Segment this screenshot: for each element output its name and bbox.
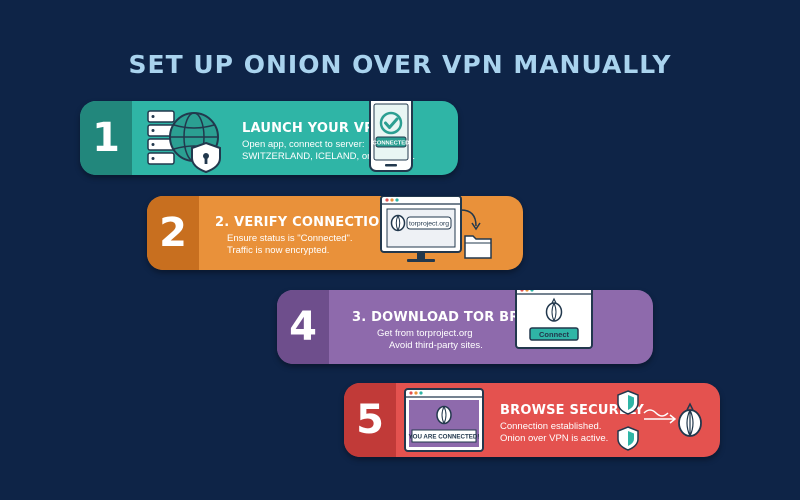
step-1-card: 1 LAUNCH YOUR VPN Open app, connect to s… xyxy=(80,101,458,175)
step-3-number: 4 xyxy=(277,290,329,364)
shields-to-onion-icon xyxy=(617,390,702,451)
tor-browser-window-icon: Connect xyxy=(515,290,593,349)
step-3-card: 4 3. DOWNLOAD TOR BROWSER Get from torpr… xyxy=(277,290,653,364)
step-1-description: Open app, connect to server: SWITZERLAND… xyxy=(242,139,415,162)
monitor-download-icon: torproject.org xyxy=(380,196,492,262)
step-2-heading: 2. VERIFY CONNECTION xyxy=(215,215,391,230)
step-1-number: 1 xyxy=(80,101,132,175)
connect-button: Connect xyxy=(539,330,570,339)
step-1-heading: LAUNCH YOUR VPN xyxy=(242,121,385,136)
phone-status-badge: CONNECTED xyxy=(373,141,410,147)
server-globe-shield-icon xyxy=(147,110,221,174)
connected-message: YOU ARE CONNECTED! xyxy=(409,433,480,440)
phone-connected-icon: CONNECTED xyxy=(369,101,413,172)
step-2-description: Ensure status is "Connected". Traffic is… xyxy=(227,233,353,256)
step-4-card: 5 YOU ARE CONNECTED! BROWSE SECURELY Con… xyxy=(344,383,720,457)
page-title: SET UP ONION OVER VPN MANUALLY xyxy=(128,50,672,79)
connected-screen-icon: YOU ARE CONNECTED! xyxy=(404,388,484,452)
step-4-heading: BROWSE SECURELY xyxy=(500,403,644,418)
step-3-description: Get from torproject.org Avoid third-part… xyxy=(377,328,483,351)
step-2-number: 2 xyxy=(147,196,199,270)
monitor-url-text: torproject.org xyxy=(409,221,449,228)
step-4-description: Connection established. Onion over VPN i… xyxy=(500,421,609,444)
step-4-number: 5 xyxy=(344,383,396,457)
step-2-card: 2 2. VERIFY CONNECTION Ensure status is … xyxy=(147,196,523,270)
